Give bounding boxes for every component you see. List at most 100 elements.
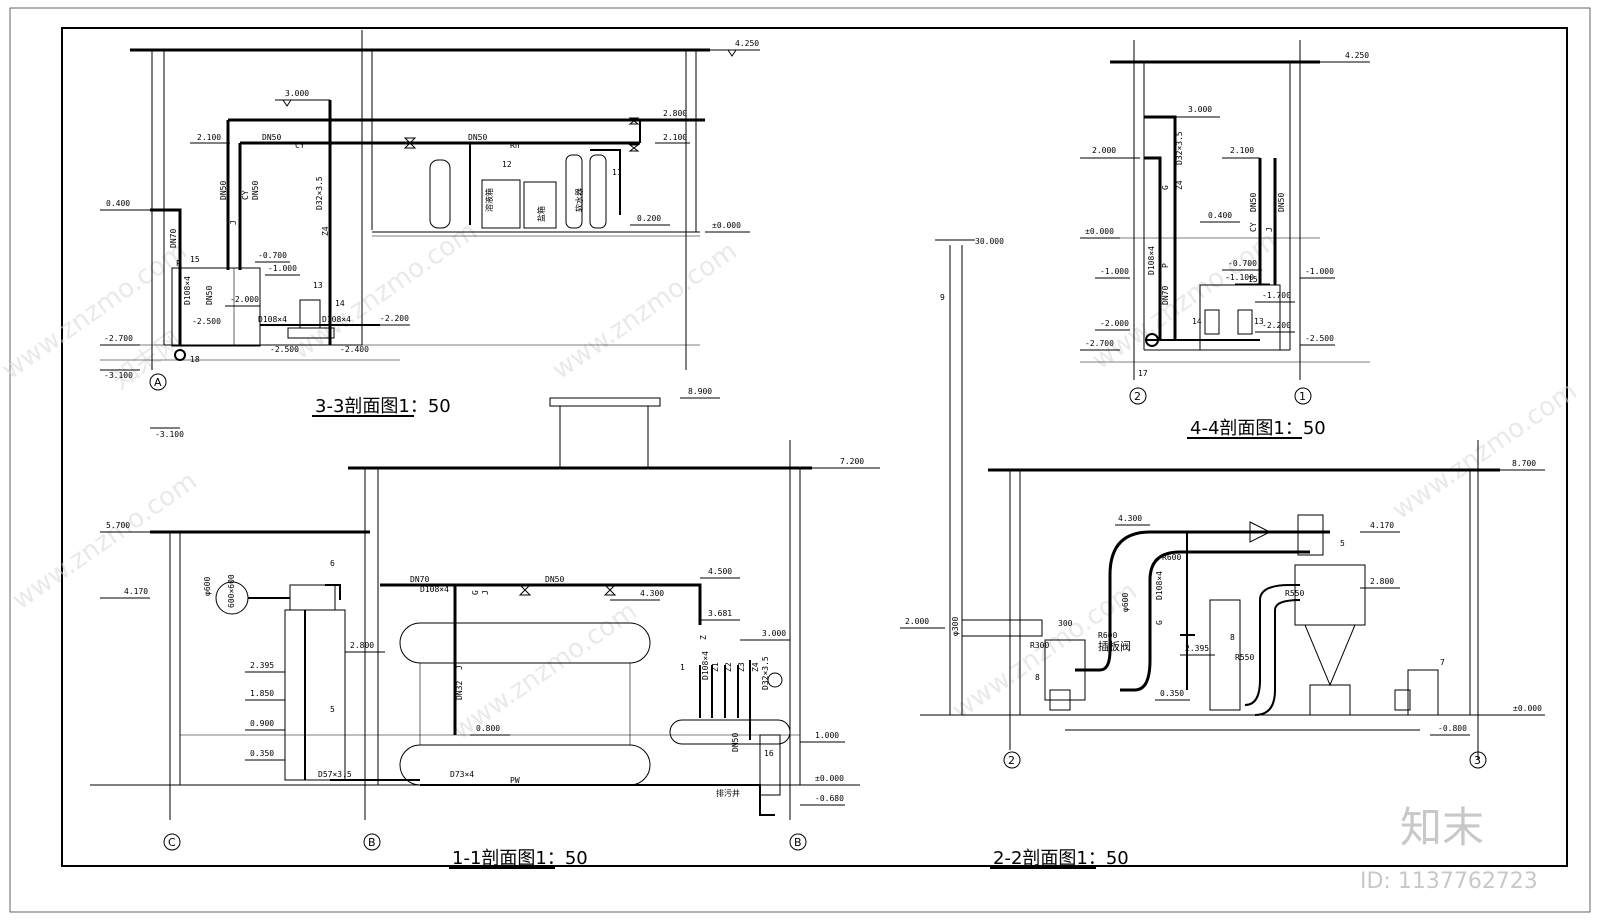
axis-label: 1 [1299,390,1306,403]
elev-label: ±0.000 [815,774,844,783]
item-number: 8 [1230,633,1235,642]
axis-bubble [1129,387,1147,405]
elev-label: 4.500 [708,567,732,576]
pipe-label: D32×3.5 [761,656,770,690]
elev-label: -1.100 [1225,273,1254,282]
elev-label: 2.395 [1185,644,1209,653]
elev-label: 3.681 [708,609,732,618]
pipe-label: D108×4 [1147,246,1156,275]
pipe-label: D108×4 [183,276,192,305]
elev-label: -2.500 [270,345,299,354]
elev-label: ±0.000 [1513,704,1542,713]
pipe-label: Z4 [751,662,760,672]
item-number: 6 [330,559,335,568]
axis-label: 2 [1134,390,1141,403]
item-number: 11 [612,168,622,177]
pipe-label: DN32 [455,681,464,700]
pipe-label: D32×3.5 [315,176,324,210]
outer-border [9,7,1591,913]
equipment-label: 盐箱 [536,206,546,222]
pipe-label: DN70 [1161,286,1170,305]
pipe-label: J [481,590,490,595]
axis-label: C [168,836,176,849]
pipe-label: CY [295,141,305,150]
elev-label: -0.680 [815,794,844,803]
elev-label: 0.900 [250,719,274,728]
pipe-label: D108×4 [1155,571,1164,600]
inner-border [61,27,1568,867]
item-number: 16 [764,749,774,758]
elev-label: 30.000 [975,237,1004,246]
axis-bubble [1294,387,1312,405]
pipe-label: D108×4 [322,315,351,324]
elev-label: -1.700 [1262,291,1291,300]
elev-label: 2.100 [197,133,221,142]
elev-label: -3.100 [104,371,133,380]
pipe-label: J [229,220,238,225]
elev-label: -0.700 [1228,259,1257,268]
pipe-label: DN70 [169,229,178,248]
item-number: 12 [502,160,512,169]
equipment-label: 溶液箱 [484,188,494,212]
pipe-label: DN50 [219,181,228,200]
pipe-label: Z4 [321,226,330,236]
elev-label: 2.000 [1092,146,1116,155]
section-4-4: 4.250 3.000 2.000 2.100 0.400 ±0.000 -0.… [1080,40,1370,439]
elev-label: -3.100 [155,430,184,439]
item-number: 17 [1138,369,1148,378]
elev-label: -1.000 [1100,267,1129,276]
pipe-label: D57×3.5 [318,770,352,779]
elev-label: 0.400 [1208,211,1232,220]
pipe-label: 300 [1058,619,1073,628]
pipe-label: DN50 [251,181,260,200]
pipe-label: D108×4 [420,585,449,594]
pipe-label: Z3 [737,662,746,672]
elev-label: 2.100 [663,133,687,142]
axis-label: 2 [1008,754,1015,767]
elev-label: 4.250 [735,39,759,48]
watermark-text: www.znzmo.com [1387,376,1583,526]
pipe-label: φ600 [1121,593,1130,612]
elev-label: -2.500 [192,317,221,326]
pipe-label: R550 [1285,589,1304,598]
item-number: 18 [190,355,200,364]
pipe-label: J [455,665,464,670]
item-number: 14 [1192,317,1202,326]
section-title: 2-2剖面图1：50 [993,848,1129,869]
elev-label: -2.200 [1262,321,1291,330]
item-number: 5 [330,705,335,714]
elev-label: 4.170 [124,587,148,596]
pipe-label: D73×4 [450,770,474,779]
pipe-label: DN50 [731,733,740,752]
pipe-label: CY [1249,222,1258,232]
elev-label: -2.000 [230,295,259,304]
elev-label: 4.170 [1370,521,1394,530]
elev-label: -0.700 [258,251,287,260]
pipe-label: Z [699,635,708,640]
elev-label: 8.700 [1512,459,1536,468]
pipe-label: P [176,259,181,268]
elev-label: 2.800 [350,641,374,650]
pipe-label: G [471,590,480,595]
equipment-label: 排污井 [716,788,740,798]
pipe-label: DN50 [1277,193,1286,212]
elev-label: -2.500 [1305,334,1334,343]
elev-label: 3.000 [762,629,786,638]
item-number: 13 [1254,317,1264,326]
item-number: 9 [940,293,945,302]
pipe-label: DN50 [545,575,564,584]
elev-label: ±0.000 [712,221,741,230]
elev-label: ±0.000 [1085,227,1114,236]
watermark-text: www.znzmo.com [547,236,743,386]
elev-label: -2.400 [340,345,369,354]
section-title: 4-4剖面图1：50 [1190,418,1326,439]
equipment-label: 插板阀 [1098,639,1131,653]
item-number: 13 [313,281,323,290]
image-id-label: ID: 1137762723 [1360,869,1538,894]
elev-label: 3.000 [1188,105,1212,114]
elev-label: 5.700 [106,521,130,530]
elev-label: 2.100 [1230,146,1254,155]
elev-label: 1.850 [250,689,274,698]
item-number: 15 [190,255,200,264]
axis-label: A [154,376,162,389]
